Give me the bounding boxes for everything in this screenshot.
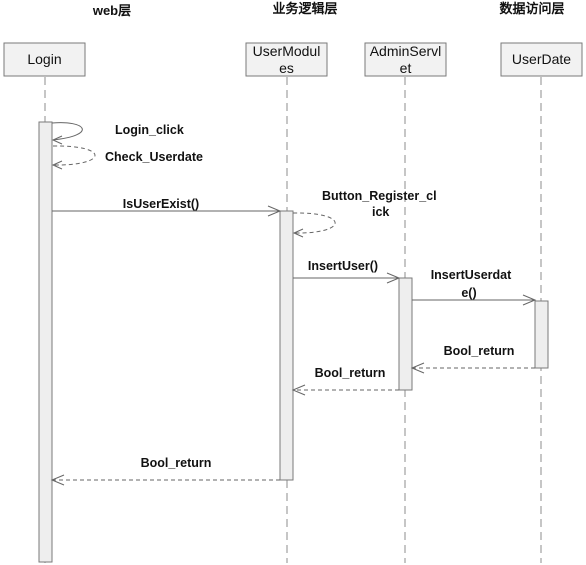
message-label: IsUserExist()	[123, 197, 199, 211]
participant-usermodules[interactable]: UserModul es	[245, 42, 328, 77]
activation-bar-userdate	[534, 300, 549, 369]
message-label: Button_Register_cl	[322, 189, 437, 203]
message-arrow	[52, 145, 96, 166]
message-label: InsertUserdat	[431, 268, 512, 282]
message-bool-return-userdate: Bool_return	[410, 344, 535, 374]
arrowhead	[410, 362, 425, 374]
layer-title-data-access: 数据访问层	[499, 1, 564, 16]
message-bool-return-usermodules: Bool_return	[50, 456, 280, 486]
message-insertuser: InsertUser()	[293, 259, 401, 284]
message-button-register-click: Button_Register_cl ick	[292, 189, 437, 238]
message-arrow	[292, 212, 336, 234]
participant-label: AdminServl	[370, 43, 442, 59]
message-label: Bool_return	[444, 344, 515, 358]
participant-userdate[interactable]: UserDate	[500, 42, 583, 77]
message-label: InsertUser()	[308, 259, 378, 273]
message-isuserexist: IsUserExist()	[52, 197, 282, 217]
activation-bar-login	[38, 121, 53, 563]
layer-title-web: web层	[92, 3, 131, 18]
message-login-click: Login_click	[51, 122, 184, 145]
arrowhead	[386, 272, 401, 284]
participant-adminservlet[interactable]: AdminServl et	[364, 42, 447, 77]
activation-bar-adminservlet	[398, 277, 413, 391]
message-bool-return-adminservlet: Bool_return	[291, 366, 399, 396]
arrowhead	[291, 384, 306, 396]
message-insertuserdate: InsertUserdat e()	[412, 268, 537, 306]
arrowhead	[522, 294, 537, 306]
message-label: ick	[372, 205, 389, 219]
activation-bar-usermodules	[279, 210, 294, 481]
message-check-userdate: Check_Userdate	[51, 145, 203, 170]
participant-label: et	[400, 60, 412, 76]
arrowhead	[267, 205, 282, 217]
message-label: Check_Userdate	[105, 150, 203, 164]
message-label: e()	[461, 286, 476, 300]
message-arrow	[51, 122, 83, 141]
arrowhead	[292, 228, 304, 238]
message-label: Bool_return	[141, 456, 212, 470]
arrowhead	[51, 160, 63, 170]
participant-login[interactable]: Login	[3, 42, 86, 77]
message-label: Login_click	[115, 123, 184, 137]
participant-label: es	[279, 60, 294, 76]
participant-label: Login	[27, 51, 61, 67]
layer-title-business: 业务逻辑层	[272, 1, 337, 16]
participant-label: UserModul	[253, 43, 321, 59]
participant-label: UserDate	[512, 51, 571, 67]
arrowhead	[51, 135, 63, 145]
message-label: Bool_return	[315, 366, 386, 380]
arrowhead	[50, 474, 65, 486]
